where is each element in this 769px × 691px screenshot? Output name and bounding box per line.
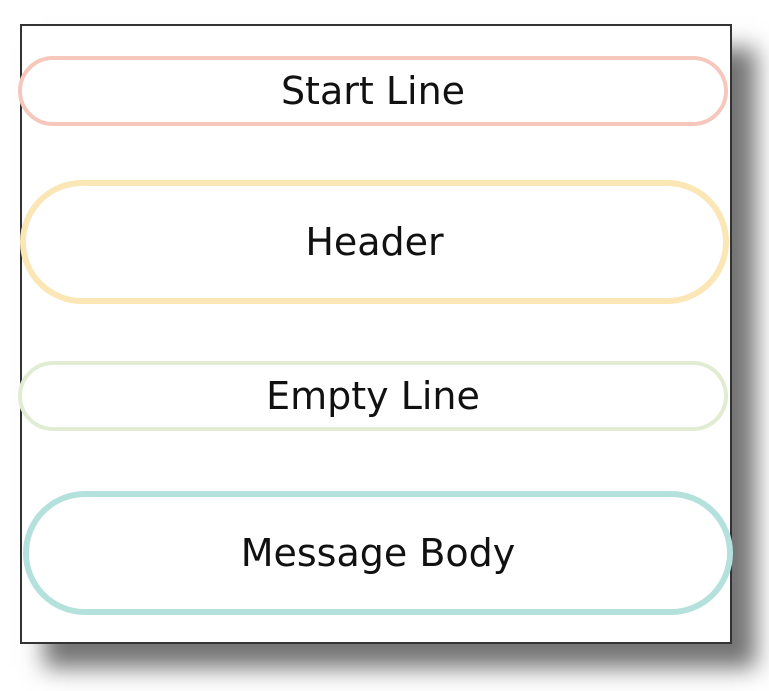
empty-line-label: Empty Line — [266, 374, 480, 418]
start-line-section: Start Line — [18, 56, 728, 126]
empty-line-section: Empty Line — [18, 361, 728, 431]
message-body-section: Message Body — [23, 491, 733, 615]
start-line-label: Start Line — [280, 69, 466, 113]
message-body-label: Message Body — [240, 531, 516, 575]
header-label: Header — [305, 220, 444, 264]
header-section: Header — [20, 180, 729, 304]
